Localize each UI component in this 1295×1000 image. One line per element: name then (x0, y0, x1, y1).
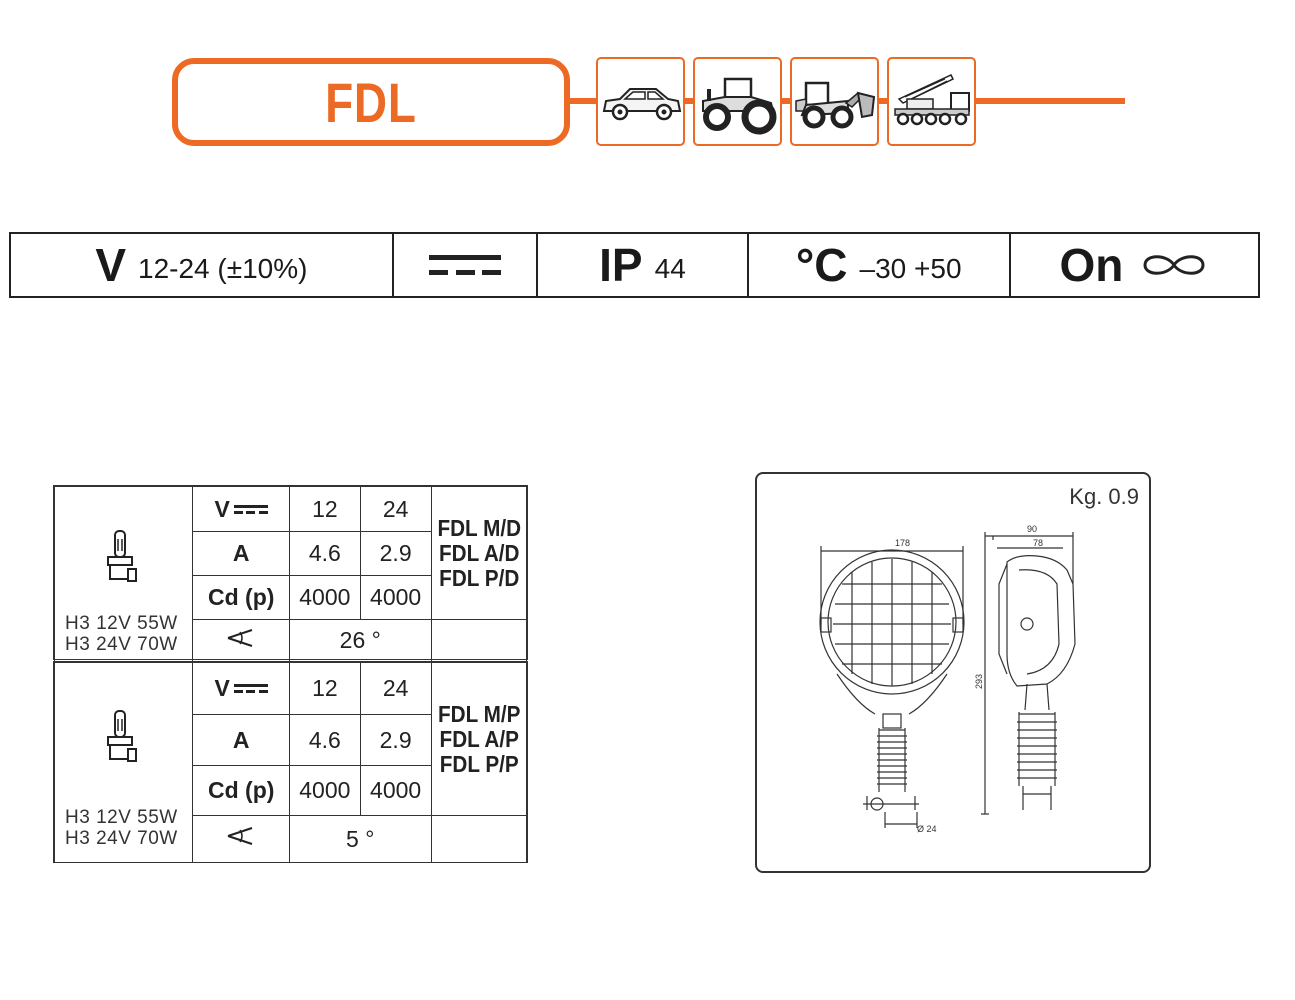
temperature-spec: °C –30 +50 (749, 234, 1011, 296)
lamp-type: H3 12V 55W (65, 613, 178, 634)
tractor-icon (693, 57, 782, 146)
beam-angle-value: 26 ° (288, 619, 432, 662)
amps-label: A (192, 531, 290, 576)
dim-width: 178 (895, 538, 910, 548)
temp-symbol: °C (795, 239, 848, 291)
lamp-cell: H3 12V 55W H3 24V 70W (53, 486, 194, 662)
voltage-label: V (192, 486, 290, 532)
lamp-type: H3 24V 70W (65, 634, 178, 655)
amps-label: A (192, 714, 290, 766)
spec-bar: V 12-24 (±10%) IP 44 °C –30 +50 On (9, 232, 1260, 298)
model-name: FDL M/P (437, 700, 520, 727)
wheel-loader-icon (790, 57, 879, 146)
amps-12: 4.6 (288, 714, 361, 766)
beam-angle-value: 5 ° (288, 815, 432, 863)
temp-range: –30 +50 (859, 253, 962, 284)
model-name: FDL M/D (436, 514, 521, 541)
lamp-cell: H3 12V 55W H3 24V 70W (53, 662, 194, 863)
ip-label: IP (599, 239, 643, 291)
weight-label: Kg. 0.9 (1069, 484, 1139, 509)
product-title-box: FDL (172, 58, 570, 146)
spec-table-diffuse: H3 12V 55W H3 24V 70W V 12 24 FDL M/D FD… (53, 485, 528, 662)
h3-bulb-icon (107, 710, 137, 762)
beam-angle-icon (192, 815, 290, 863)
car-icon (596, 57, 685, 146)
candela-24: 4000 (359, 765, 432, 816)
spec-table-spot: H3 12V 55W H3 24V 70W V 12 24 FDL M/P FD… (53, 661, 528, 863)
amps-12: 4.6 (288, 531, 361, 576)
dim-height: 293 (974, 674, 984, 689)
beam-angle-icon (192, 619, 290, 662)
voltage-24: 24 (359, 662, 432, 715)
voltage-12: 12 (288, 486, 361, 532)
crane-truck-icon (887, 57, 976, 146)
dim-base-diameter: Ø 24 (917, 824, 937, 834)
model-name: FDL P/D (438, 564, 519, 591)
candela-label: Cd (p) (192, 765, 290, 816)
ip-value: 44 (654, 253, 686, 284)
lamp-dimension-drawing: 178 90 78 293 Ø 24 (819, 524, 1076, 834)
voltage-12: 12 (288, 662, 361, 715)
lamp-type: H3 12V 55W (65, 807, 178, 828)
voltage-24: 24 (359, 486, 432, 532)
voltage-range: 12-24 (±10%) (138, 253, 308, 284)
ip-spec: IP 44 (538, 234, 749, 296)
product-title: FDL (325, 70, 417, 134)
amps-24: 2.9 (359, 531, 432, 576)
infinity-icon (1143, 255, 1205, 275)
model-list: FDL M/D FDL A/D FDL P/D (430, 486, 528, 620)
direct-current-icon (394, 234, 539, 296)
on-label: On (1059, 239, 1124, 291)
voltage-label: V (192, 662, 290, 715)
dim-depth-outer: 90 (1027, 524, 1037, 534)
model-name: FDL A/P (439, 725, 519, 752)
lamp-type: H3 24V 70W (65, 828, 178, 849)
candela-24: 4000 (359, 575, 432, 620)
dim-depth-inner: 78 (1033, 538, 1043, 548)
h3-bulb-icon (107, 530, 137, 582)
candela-12: 4000 (288, 575, 361, 620)
candela-label: Cd (p) (192, 575, 290, 620)
technical-drawing: Kg. 0.9 (755, 472, 1151, 873)
model-list: FDL M/P FDL A/P FDL P/P (430, 662, 528, 816)
candela-12: 4000 (288, 765, 361, 816)
on-duration-spec: On (1011, 234, 1258, 296)
amps-24: 2.9 (359, 714, 432, 766)
voltage-symbol: V (95, 239, 126, 291)
model-name: FDL P/P (439, 750, 519, 777)
voltage-spec: V 12-24 (±10%) (11, 234, 394, 296)
model-name: FDL A/D (438, 539, 520, 566)
